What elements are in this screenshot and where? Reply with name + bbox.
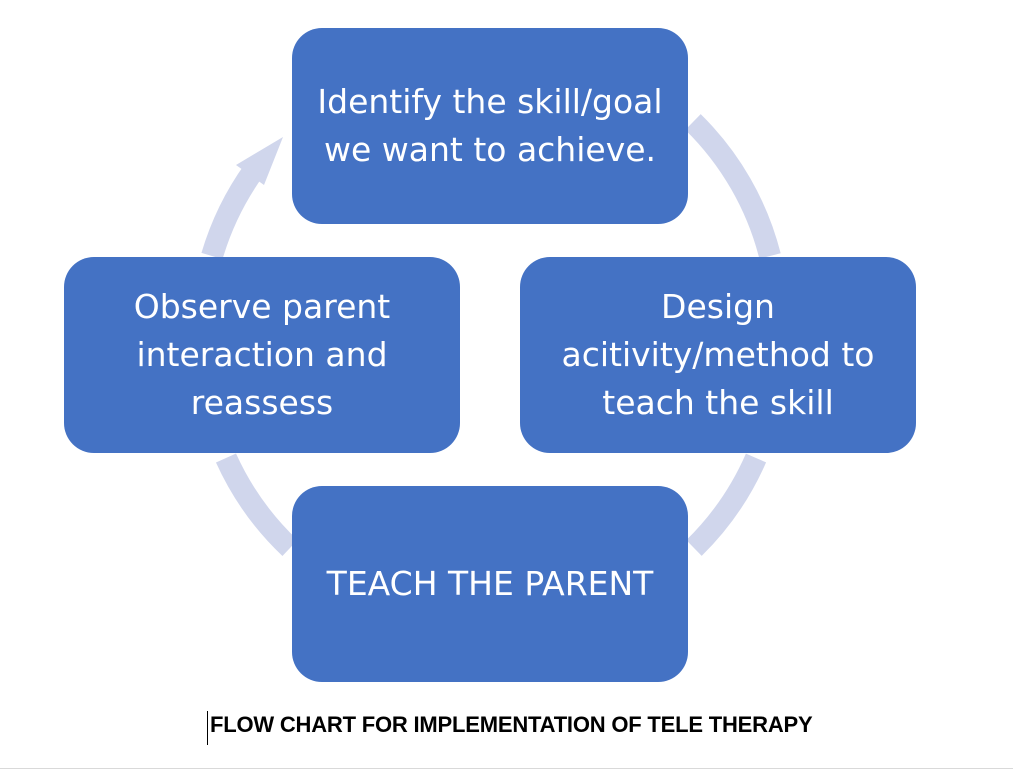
flow-node-label: TEACH THE PARENT bbox=[326, 564, 654, 603]
cycle-segment-left-top bbox=[201, 163, 264, 260]
cycle-segment-bottom-left bbox=[215, 453, 298, 556]
flow-node-identify-skill: Identify the skill/goal we want to achie… bbox=[292, 28, 688, 224]
cycle-arrowhead-icon bbox=[236, 137, 283, 185]
flow-node-label: Identify the skill/goal we want to achie… bbox=[317, 82, 663, 169]
cycle-segment-top-right bbox=[685, 114, 781, 259]
diagram-caption: FLOW CHART FOR IMPLEMENTATION OF TELE TH… bbox=[210, 712, 813, 737]
page-divider bbox=[0, 768, 1013, 769]
text-cursor bbox=[207, 711, 208, 745]
cycle-segment-right-bottom bbox=[686, 453, 767, 556]
flow-node-observe-reassess: Observe parent interaction and reassess bbox=[64, 257, 460, 453]
flow-node-label: Design acitivity/method to teach the ski… bbox=[561, 287, 875, 422]
flow-node-teach-parent: TEACH THE PARENT bbox=[292, 486, 688, 682]
flow-node-label: Observe parent interaction and reassess bbox=[133, 287, 391, 422]
cycle-ring bbox=[201, 114, 781, 556]
flow-node-design-activity: Design acitivity/method to teach the ski… bbox=[520, 257, 916, 453]
